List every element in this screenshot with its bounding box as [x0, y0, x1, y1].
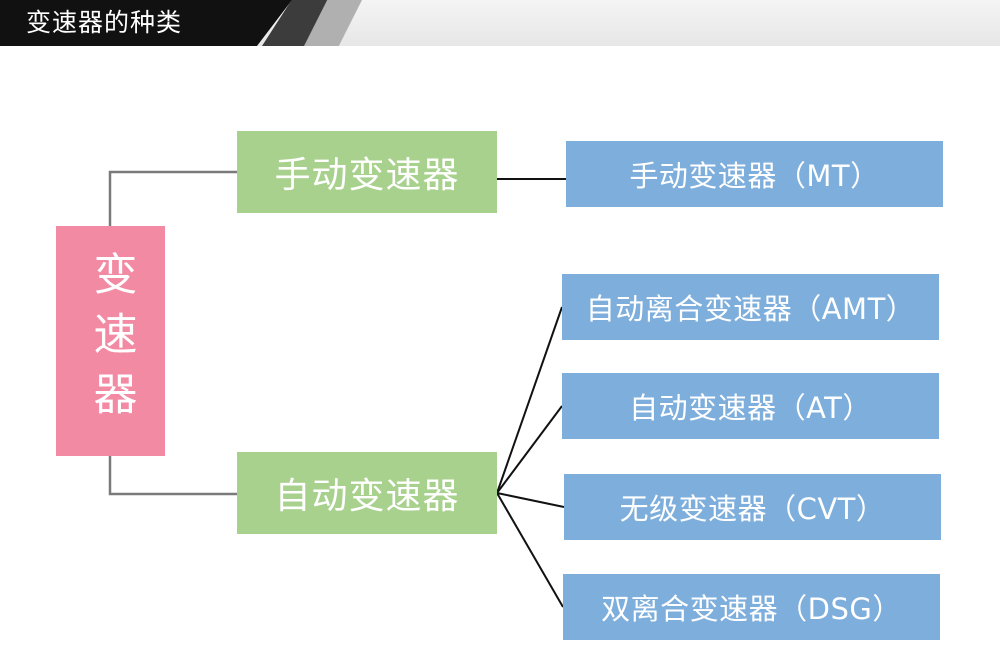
connector-auto-to-dsg — [496, 492, 564, 608]
root-node-transmission: 变速器 — [56, 226, 165, 456]
leaf-node-at: 自动变速器（AT） — [562, 373, 939, 439]
leaf-node-mt-label: 手动变速器（MT） — [629, 159, 880, 193]
branch-node-manual-label: 手动变速器 — [274, 155, 460, 196]
branch-node-manual: 手动变速器 — [237, 131, 497, 213]
leaf-node-cvt: 无级变速器（CVT） — [564, 474, 941, 540]
leaf-node-dsg-label: 双离合变速器（DSG） — [601, 592, 902, 626]
page-title: 变速器的种类 — [26, 8, 183, 37]
connector-root-to-auto — [108, 456, 237, 496]
connector-root-to-manual — [108, 170, 237, 226]
root-node-label: 变速器 — [85, 251, 137, 431]
leaf-node-cvt-label: 无级变速器（CVT） — [619, 492, 886, 526]
leaf-node-mt: 手动变速器（MT） — [566, 141, 943, 207]
connector-auto-to-cvt — [496, 492, 565, 508]
connector-auto-to-at — [496, 405, 563, 494]
connector-auto-to-amt — [496, 306, 563, 494]
leaf-node-at-label: 自动变速器（AT） — [629, 391, 872, 425]
leaf-node-amt: 自动离合变速器（AMT） — [562, 274, 939, 340]
branch-node-automatic: 自动变速器 — [237, 452, 497, 534]
header-title-background — [0, 0, 292, 46]
leaf-node-amt-label: 自动离合变速器（AMT） — [585, 292, 916, 326]
branch-node-automatic-label: 自动变速器 — [274, 476, 460, 517]
leaf-node-dsg: 双离合变速器（DSG） — [563, 574, 940, 640]
